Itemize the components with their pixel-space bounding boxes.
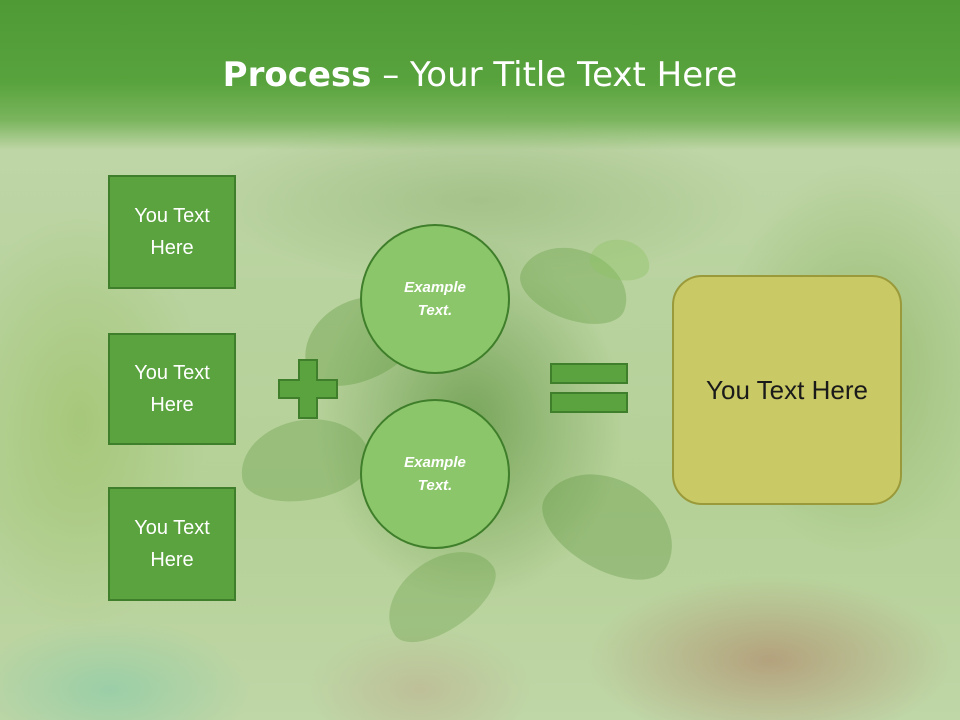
input-box-2-label: You Text Here xyxy=(134,362,210,416)
input-box-1-label: You Text Here xyxy=(134,205,210,259)
input-box-3-label: You Text Here xyxy=(134,517,210,571)
input-box-2[interactable]: You Text Here xyxy=(108,333,236,445)
equals-icon xyxy=(550,363,628,413)
example-circle-2-label: Example Text. xyxy=(404,454,466,494)
title-rest: Your Title Text Here xyxy=(410,55,738,95)
example-circle-1-label: Example Text. xyxy=(404,279,466,319)
example-circle-2[interactable]: Example Text. xyxy=(360,399,510,549)
title-bold: Process xyxy=(222,55,372,95)
input-box-3[interactable]: You Text Here xyxy=(108,487,236,601)
title-dash: – xyxy=(371,55,411,95)
example-circle-1[interactable]: Example Text. xyxy=(360,224,510,374)
input-box-1[interactable]: You Text Here xyxy=(108,175,236,289)
title-banner xyxy=(0,0,960,150)
slide-title[interactable]: Process – Your Title Text Here xyxy=(0,50,960,100)
plus-icon xyxy=(278,359,338,419)
result-box[interactable]: You Text Here xyxy=(672,275,902,505)
result-box-label: You Text Here xyxy=(706,374,868,405)
